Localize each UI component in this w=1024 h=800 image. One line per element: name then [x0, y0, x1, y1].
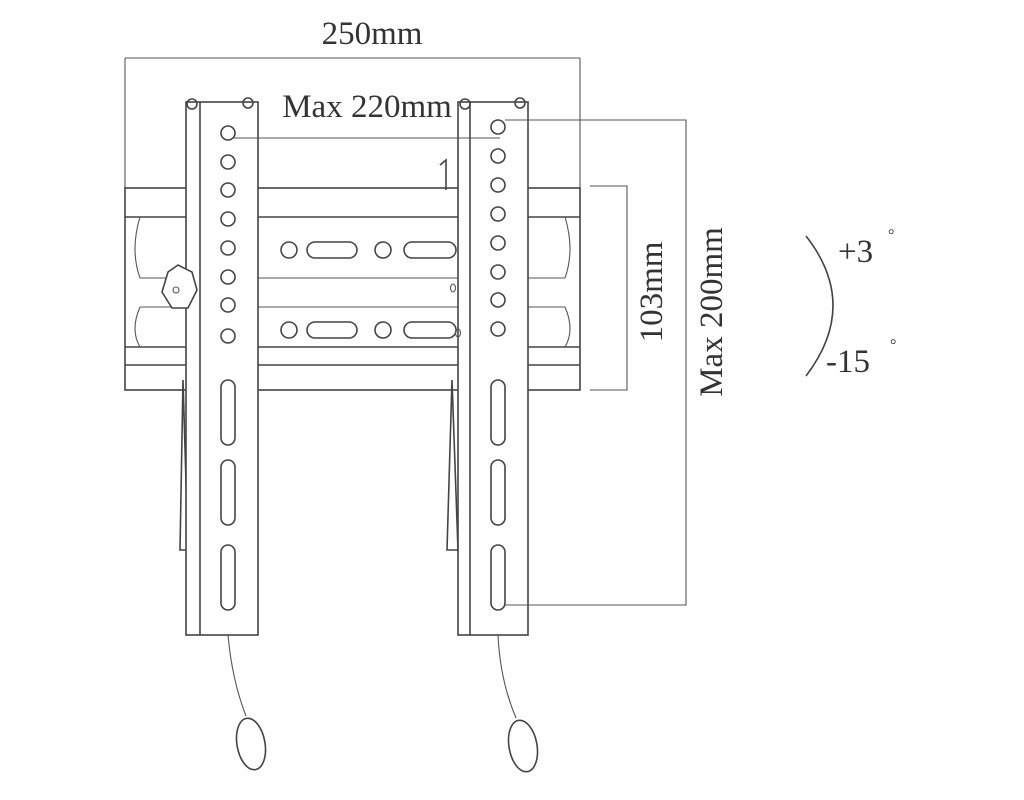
rail-hole	[280, 321, 298, 339]
mounting-hole	[220, 125, 236, 141]
right-bracket	[439, 97, 529, 636]
rail-slot	[306, 241, 358, 259]
mounting-hole	[490, 321, 506, 337]
mounting-slot	[220, 544, 236, 611]
mounting-slot	[490, 459, 506, 526]
right-pull-cord[interactable]	[497, 634, 541, 774]
width-dimension	[124, 57, 581, 190]
rail-slot	[403, 241, 457, 259]
mounting-hole	[490, 119, 506, 135]
mounting-slot	[220, 379, 236, 446]
left-pull-cord[interactable]	[227, 634, 269, 772]
width-label: 250mm	[322, 16, 423, 52]
rail-slot	[306, 321, 358, 339]
rail-height-dimension-line	[590, 185, 628, 391]
mounting-hole	[490, 206, 506, 222]
tilt-up-label: +3	[838, 234, 873, 270]
rail-hole	[374, 321, 392, 339]
tilt-down-degree: °	[890, 337, 896, 354]
mounting-slot	[490, 379, 506, 446]
tilt-up-degree: °	[888, 227, 894, 244]
mounting-hole	[220, 328, 236, 344]
max-200-dimension-line	[505, 119, 687, 606]
mounting-slot	[490, 544, 506, 611]
mounting-slot	[220, 459, 236, 526]
tilt-arc	[805, 235, 834, 377]
mounting-hole	[220, 240, 236, 256]
rail-hole	[280, 241, 298, 259]
mounting-hole	[220, 154, 236, 170]
rail-hole	[374, 241, 392, 259]
mounting-hole	[220, 297, 236, 313]
mounting-hole	[490, 264, 506, 280]
mounting-hole	[490, 292, 506, 308]
left-bracket	[161, 97, 259, 636]
mounting-hole	[490, 235, 506, 251]
max-220-label: Max 220mm	[282, 89, 452, 125]
max-200-label: Max 200mm	[694, 227, 730, 397]
mounting-hole	[490, 148, 506, 164]
mounting-hole	[220, 182, 236, 198]
mounting-hole	[220, 269, 236, 285]
rail-height-label: 103mm	[634, 241, 670, 342]
tilt-down-label: -15	[826, 344, 870, 380]
mounting-hole	[220, 211, 236, 227]
mounting-hole	[490, 177, 506, 193]
